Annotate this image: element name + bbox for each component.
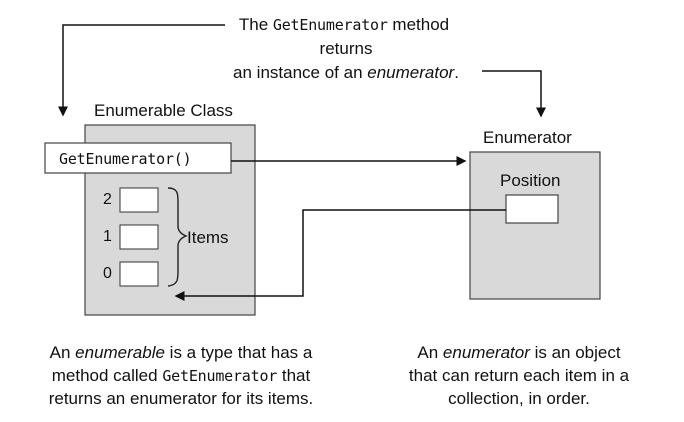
left-caption-line-1-prefix: An: [49, 343, 76, 362]
item-slot-1: [119, 224, 159, 250]
position-to-items-arrow: [174, 209, 506, 301]
callout-line-3-prefix: an instance of an: [233, 63, 368, 82]
item-index-1: 1: [103, 228, 112, 245]
items-brace: [167, 187, 188, 287]
items-label: Items: [187, 228, 229, 247]
callout-enumerator-emphasis: enumerator: [367, 63, 455, 82]
get-enumerator-method-label: GetEnumerator(): [59, 150, 192, 168]
callout-line-1: The GetEnumerator method: [214, 15, 474, 35]
callout-right-arrow: [482, 70, 546, 118]
left-caption-line-2-prefix: method called: [51, 366, 163, 385]
left-caption-method-name: GetEnumerator: [162, 367, 278, 385]
item-slot-2: [119, 187, 159, 213]
left-caption-line-1-suffix: is a type that has a: [164, 343, 313, 362]
right-caption-line-2: that can return each item in a: [408, 366, 630, 385]
callout-line-1-suffix: method: [387, 15, 450, 34]
callout-line-2: returns: [319, 39, 373, 58]
position-label: Position: [500, 171, 561, 190]
callout-line-1-prefix: The: [238, 15, 273, 34]
left-caption-line-2-suffix: that: [277, 366, 311, 385]
left-caption-line-1: An enumerable is a type that has a: [18, 343, 344, 363]
enumerator-box: [469, 151, 601, 300]
callout-line-3-suffix: .: [454, 63, 459, 82]
callout-line-3: an instance of an enumerator.: [213, 63, 479, 83]
right-caption-line-3: collection, in order.: [448, 389, 590, 408]
callout-left-arrow: [58, 24, 225, 117]
left-caption-line-3: returns an enumerator for its items.: [48, 389, 314, 408]
left-caption-line-2: method called GetEnumerator that: [18, 366, 344, 386]
item-index-2: 2: [103, 191, 112, 208]
enumerable-emphasis: enumerable: [75, 343, 165, 362]
enumerator-title: Enumerator: [483, 128, 572, 147]
item-index-0: 0: [103, 265, 112, 282]
right-caption-line-1-suffix: is an object: [529, 343, 621, 362]
right-caption-line-1: An enumerator is an object: [385, 343, 653, 363]
right-caption-line-1-prefix: An: [417, 343, 443, 362]
position-slot: [505, 194, 559, 224]
enumerable-class-title: Enumerable Class: [94, 101, 233, 120]
get-enumerator-method-box: [44, 142, 232, 174]
enumerator-emphasis: enumerator: [442, 343, 530, 362]
callout-method-name: GetEnumerator: [272, 16, 388, 34]
item-slot-0: [119, 261, 159, 287]
